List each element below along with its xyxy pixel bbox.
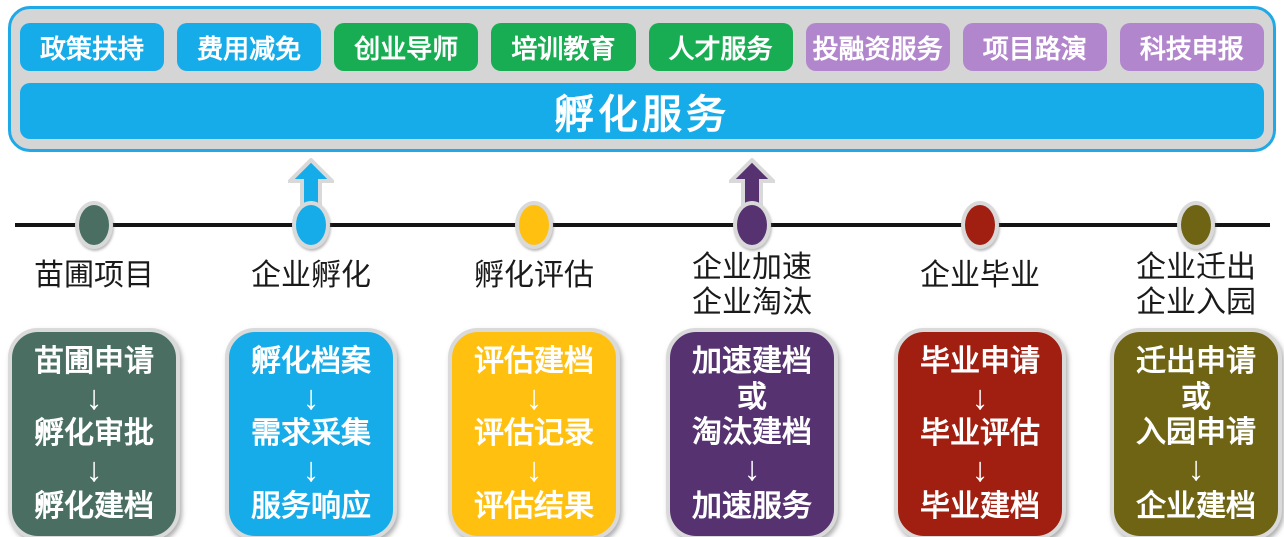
process-box-nursery-project: 苗圃申请 ↓ 孵化审批 ↓ 孵化建档 bbox=[8, 328, 180, 537]
stage-label-enterprise-graduation: 企业毕业 bbox=[920, 259, 1040, 292]
process-step: 迁出申请 bbox=[1136, 345, 1256, 378]
process-step: 入园申请 bbox=[1136, 416, 1256, 449]
process-step: 评估记录 bbox=[474, 417, 594, 451]
process-box-enterprise-graduation: 毕业申请 ↓ 毕业评估 ↓ 毕业建档 bbox=[894, 328, 1066, 537]
stage-label-acceleration-elimination: 企业加速 企业淘汰 bbox=[692, 251, 812, 320]
process-step: 苗圃申请 bbox=[34, 345, 154, 378]
process-step: 毕业建档 bbox=[920, 489, 1040, 523]
service-button-fee-reduction: 费用减免 bbox=[177, 23, 322, 71]
process-box-enterprise-incubation: 孵化档案 ↓ 需求采集 ↓ 服务响应 bbox=[225, 328, 397, 537]
down-arrow-icon: ↓ bbox=[525, 378, 543, 417]
timeline-dot-enterprise-graduation bbox=[961, 201, 999, 249]
process-step: 企业建档 bbox=[1136, 489, 1256, 523]
process-box-moveout-movein: 迁出申请 或 入园申请 ↓ 企业建档 bbox=[1110, 328, 1282, 537]
service-button-startup-mentor: 创业导师 bbox=[334, 23, 479, 71]
down-arrow-icon: ↓ bbox=[971, 450, 989, 489]
or-label: 或 bbox=[737, 380, 767, 414]
alt-steps-group: 迁出申请 或 入园申请 bbox=[1136, 346, 1256, 449]
process-step: 淘汰建档 bbox=[692, 416, 812, 449]
down-arrow-icon: ↓ bbox=[85, 378, 103, 417]
timeline-dot-acceleration-elimination bbox=[733, 201, 771, 249]
stage-label-moveout-movein: 企业迁出 企业入园 bbox=[1136, 251, 1256, 320]
process-step: 毕业申请 bbox=[920, 345, 1040, 378]
process-step: 评估建档 bbox=[474, 345, 594, 378]
down-arrow-icon: ↓ bbox=[302, 378, 320, 417]
service-button-tech-declaration: 科技申报 bbox=[1119, 23, 1264, 71]
stage-label-enterprise-incubation: 企业孵化 bbox=[251, 259, 371, 292]
timeline-dot-moveout-movein bbox=[1177, 201, 1215, 249]
process-step: 加速服务 bbox=[692, 489, 812, 523]
service-button-policy-support: 政策扶持 bbox=[20, 23, 165, 71]
stage-label-nursery-project: 苗圃项目 bbox=[34, 259, 154, 292]
panel-title: 孵化服务 bbox=[554, 93, 730, 137]
down-arrow-icon: ↓ bbox=[1187, 450, 1205, 489]
process-step: 需求采集 bbox=[251, 417, 371, 451]
timeline-dot-incubation-evaluation bbox=[515, 201, 553, 249]
service-button-training-education: 培训教育 bbox=[491, 23, 636, 71]
stage-label-incubation-evaluation: 孵化评估 bbox=[474, 259, 594, 292]
down-arrow-icon: ↓ bbox=[302, 450, 320, 489]
timeline-dot-enterprise-incubation bbox=[292, 201, 330, 249]
process-step: 毕业评估 bbox=[920, 417, 1040, 451]
process-box-incubation-evaluation: 评估建档 ↓ 评估记录 ↓ 评估结果 bbox=[448, 328, 620, 537]
down-arrow-icon: ↓ bbox=[85, 450, 103, 489]
process-step: 孵化审批 bbox=[34, 417, 154, 451]
process-box-acceleration-elimination: 加速建档 或 淘汰建档 ↓ 加速服务 bbox=[666, 328, 838, 537]
process-step: 服务响应 bbox=[251, 489, 371, 523]
process-step: 加速建档 bbox=[692, 345, 812, 378]
service-button-project-roadshow: 项目路演 bbox=[962, 23, 1107, 71]
down-arrow-icon: ↓ bbox=[743, 450, 761, 489]
incubation-services-panel: 政策扶持 费用减免 创业导师 培训教育 人才服务 投融资服务 项目路演 科技申报… bbox=[8, 6, 1276, 152]
service-button-talent-service: 人才服务 bbox=[648, 23, 793, 71]
alt-steps-group: 加速建档 或 淘汰建档 bbox=[692, 346, 812, 449]
service-button-investment-financing: 投融资服务 bbox=[805, 23, 950, 71]
incubation-services-bar: 孵化服务 bbox=[20, 83, 1264, 139]
process-step: 孵化建档 bbox=[34, 489, 154, 523]
process-step: 评估结果 bbox=[474, 489, 594, 523]
timeline-dot-nursery-project bbox=[75, 201, 113, 249]
services-row: 政策扶持 费用减免 创业导师 培训教育 人才服务 投融资服务 项目路演 科技申报 bbox=[20, 23, 1264, 71]
or-label: 或 bbox=[1181, 380, 1211, 414]
timeline-line bbox=[15, 223, 1270, 227]
down-arrow-icon: ↓ bbox=[525, 450, 543, 489]
process-step: 孵化档案 bbox=[251, 345, 371, 378]
down-arrow-icon: ↓ bbox=[971, 378, 989, 417]
